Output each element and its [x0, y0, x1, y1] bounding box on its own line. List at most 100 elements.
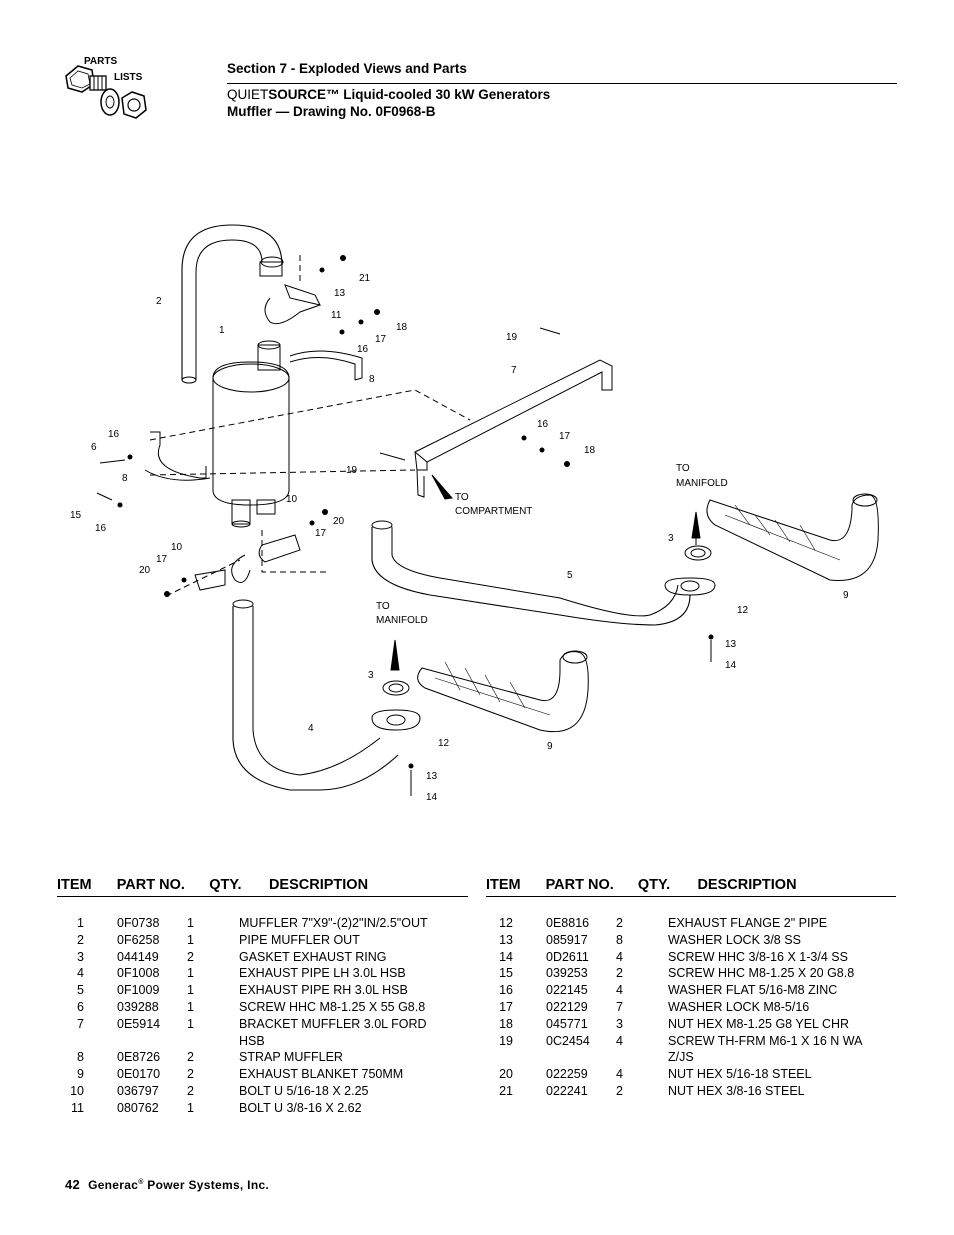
- callout-16: 16: [108, 429, 120, 440]
- description-cell: BRACKET MUFFLER 3.0L FORD: [239, 1016, 427, 1031]
- callout-9: 9: [843, 590, 849, 601]
- label-to-manifold-2: MANIFOLD: [676, 478, 728, 489]
- callout-17: 17: [156, 554, 168, 565]
- exhaust-blanket-left: [417, 651, 589, 733]
- description-cell: EXHAUST FLANGE 2" PIPE: [668, 916, 828, 930]
- description-cell: WASHER LOCK 3/8 SS: [668, 932, 801, 947]
- callout-16: 16: [357, 344, 369, 355]
- callout-18: 18: [396, 322, 408, 333]
- callout-13: 13: [426, 771, 438, 782]
- part-no-cell: 0E0170: [117, 1067, 161, 1082]
- qty-cell: 1: [187, 1100, 194, 1115]
- empty-cell: [616, 1049, 668, 1066]
- item-cell: 13: [499, 932, 513, 947]
- part-no-cell: 0C2454: [546, 1033, 590, 1048]
- product-line: QUIETSOURCE™ Liquid-cooled 30 kW Generat…: [227, 87, 897, 102]
- callout-15: 15: [70, 510, 82, 521]
- strap-lower: [150, 431, 207, 479]
- item-cell: 18: [499, 1016, 513, 1031]
- item-cell: 4: [77, 966, 84, 981]
- qty-cell: 1: [187, 1016, 194, 1031]
- part-no-cell: 022241: [546, 1083, 588, 1098]
- qty-cell: 4: [616, 983, 623, 998]
- qty-cell: 1: [187, 916, 194, 930]
- callout-14: 14: [426, 792, 438, 803]
- part-no-cell: 080762: [117, 1100, 159, 1115]
- part-no-cell: 085917: [546, 932, 588, 947]
- item-cell: 8: [77, 1050, 84, 1065]
- product-prefix: QUIET: [227, 87, 269, 102]
- exhaust-pipe-rh: [371, 527, 691, 626]
- table-row-continuation: HSB: [57, 1033, 468, 1050]
- item-cell: 17: [499, 999, 513, 1014]
- callout-17: 17: [559, 431, 571, 442]
- part-no-cell: 0D2611: [546, 949, 589, 964]
- empty-cell: [84, 1033, 187, 1050]
- part-no-cell: 0F0738: [117, 916, 160, 930]
- empty-cell: [187, 1033, 239, 1050]
- qty-cell: 2: [187, 1050, 194, 1065]
- header-qty: QTY.: [209, 877, 242, 893]
- header-qty: QTY.: [637, 877, 671, 893]
- qty-cell: 2: [616, 1083, 623, 1098]
- header-part-no: PART NO.: [116, 877, 185, 893]
- item-cell: 19: [499, 1033, 513, 1048]
- qty-cell: 2: [187, 949, 194, 964]
- item-cell: 10: [70, 1083, 84, 1098]
- callout-12: 12: [737, 605, 749, 616]
- registered-mark: ®: [138, 1179, 144, 1186]
- qty-cell: 2: [187, 1067, 194, 1082]
- description-cell: NUT HEX 3/8-16 STEEL: [668, 1083, 805, 1098]
- item-cell: 5: [77, 983, 84, 998]
- part-no-cell: 044149: [117, 949, 159, 964]
- callout-17: 17: [375, 334, 387, 345]
- label-to-compartment-1: TO: [455, 492, 469, 503]
- part-no-cell: 0E8816: [546, 916, 590, 930]
- part-no-cell: 045771: [546, 1016, 588, 1031]
- callout-20: 20: [333, 516, 345, 527]
- callout-4: 4: [308, 723, 314, 734]
- strap-upper: [289, 350, 363, 381]
- description-cell-cont: Z/JS: [668, 1050, 694, 1065]
- qty-cell: 1: [187, 932, 194, 947]
- qty-cell: 2: [616, 916, 623, 930]
- qty-cell: 4: [616, 1067, 623, 1082]
- header-part-no: PART NO.: [545, 877, 614, 893]
- callout-19: 19: [346, 465, 358, 476]
- logo-lists-text: LISTS: [114, 72, 143, 83]
- part-no-cell: 0F6258: [117, 932, 160, 947]
- callout-2: 2: [156, 296, 162, 307]
- part-no-cell: 039288: [117, 999, 159, 1014]
- item-cell: 12: [499, 916, 513, 930]
- part-no-cell: 022129: [546, 999, 588, 1014]
- callout-21: 21: [359, 273, 371, 284]
- empty-cell: [57, 1033, 84, 1050]
- callout-16: 16: [95, 523, 107, 534]
- callout-7: 7: [511, 365, 517, 376]
- qty-cell: 4: [616, 1033, 623, 1048]
- callout-5: 5: [567, 570, 573, 581]
- part-no-cell: 036797: [117, 1083, 159, 1098]
- qty-cell: 3: [616, 1016, 623, 1031]
- callout-8: 8: [369, 374, 375, 385]
- pipe-muffler-out: [181, 224, 283, 380]
- callout-8: 8: [122, 473, 128, 484]
- callout-10: 10: [286, 494, 298, 505]
- company-name: Generac: [88, 1178, 139, 1192]
